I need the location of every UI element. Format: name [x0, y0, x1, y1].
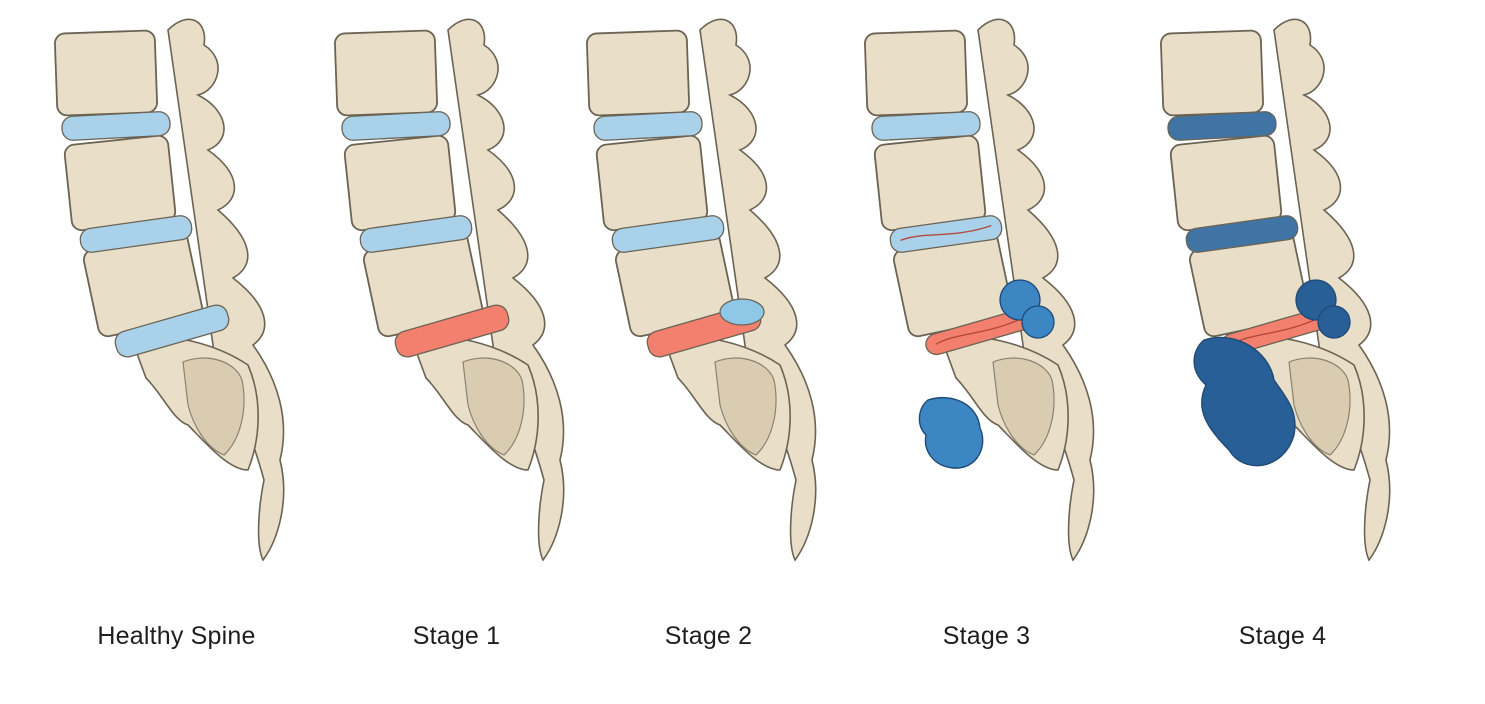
intervertebral-disc-2 [79, 215, 193, 253]
spine-group [334, 18, 565, 562]
intervertebral-disc-1 [341, 111, 451, 141]
spine-group [54, 18, 285, 562]
disc-fissure-2 [900, 224, 992, 242]
facet-joint-swelling [719, 298, 765, 326]
intervertebral-disc-3 [114, 304, 230, 358]
intervertebral-disc-1 [61, 111, 171, 141]
spine-illustration-stage-3 [864, 18, 1095, 562]
intervertebral-disc-1 [1167, 111, 1277, 141]
stage-1: Stage 1 [308, 0, 605, 704]
osteophyte-growth [918, 396, 984, 469]
facet-joint-swelling-2 [1317, 305, 1351, 339]
stage-label: Stage 2 [664, 622, 753, 650]
facet-joint-swelling-2 [1021, 305, 1055, 339]
vertebral-body-L3 [334, 29, 438, 117]
stage-healthy-spine: Healthy Spine [28, 0, 325, 704]
vertebral-body-L4 [595, 134, 709, 232]
intervertebral-disc-2 [359, 215, 473, 253]
stage-label: Stage 4 [1238, 622, 1327, 650]
stage-label: Healthy Spine [97, 622, 256, 650]
spine-illustration-stage-4 [1160, 18, 1391, 562]
spine-illustration-healthy [54, 18, 285, 562]
stage-3: Stage 3 [838, 0, 1135, 704]
sacrum-face [462, 357, 525, 456]
stage-2: Stage 2 [560, 0, 857, 704]
intervertebral-disc-3 [394, 304, 510, 358]
intervertebral-disc-2 [611, 215, 725, 253]
disc-fissure-3 [935, 315, 1028, 345]
vertebral-body-L3 [586, 29, 690, 117]
vertebral-body-L4 [343, 134, 457, 232]
osteophyte-growth [1193, 336, 1296, 467]
spine-illustration-stage-1 [334, 18, 565, 562]
sacrum-face [714, 357, 777, 456]
vertebral-body-L4 [873, 134, 987, 232]
vertebral-body-L3 [864, 29, 968, 117]
sacrum-face [182, 357, 245, 456]
intervertebral-disc-2 [1185, 215, 1299, 253]
sacrum-face [1288, 357, 1351, 456]
intervertebral-disc-1 [593, 111, 703, 141]
spine-group [586, 18, 817, 562]
intervertebral-disc-1 [871, 111, 981, 141]
stage-label: Stage 3 [942, 622, 1031, 650]
vertebral-body-L3 [1160, 29, 1264, 117]
stage-4: Stage 4 [1134, 0, 1431, 704]
spine-illustration-stage-2 [586, 18, 817, 562]
spine-group [864, 18, 1095, 562]
vertebral-body-L3 [54, 29, 158, 117]
vertebral-body-L4 [1169, 134, 1283, 232]
spine-group [1160, 18, 1391, 562]
sacrum-face [992, 357, 1055, 456]
vertebral-body-L4 [63, 134, 177, 232]
stage-label: Stage 1 [412, 622, 501, 650]
